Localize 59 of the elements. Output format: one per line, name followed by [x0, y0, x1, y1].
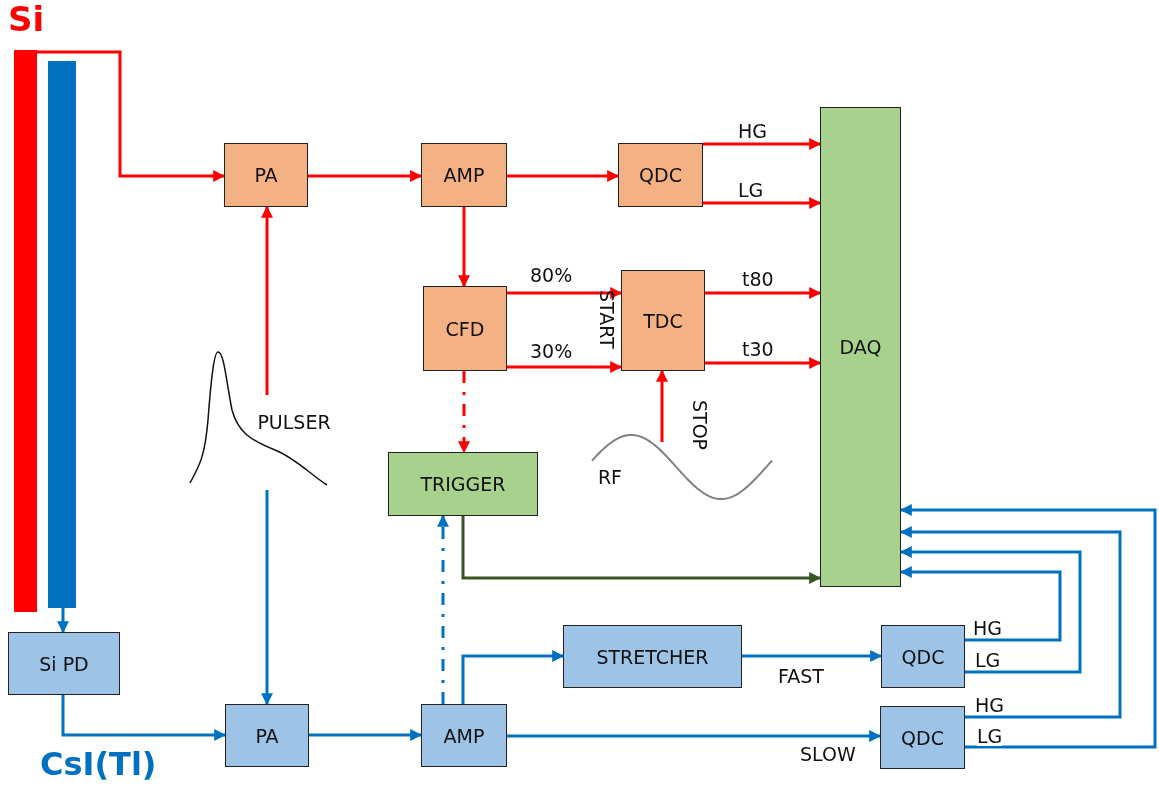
arrow [507, 361, 623, 373]
arrow [261, 490, 273, 706]
arrow [742, 650, 883, 662]
edge-label: FAST [778, 667, 824, 686]
edge-label: t80 [742, 270, 774, 289]
arrow [705, 357, 822, 369]
edge-label: LG [975, 651, 1001, 670]
edge-label: LG [738, 181, 764, 200]
arrow [703, 197, 822, 209]
arrow [461, 516, 822, 584]
arrow [703, 138, 822, 150]
module-box: TRIGGER [388, 452, 538, 516]
module-box: TDC [621, 270, 705, 371]
edge-label: 30% [530, 342, 573, 361]
edge-label: HG [975, 696, 1004, 715]
arrow [705, 287, 822, 299]
signal-label: START [597, 290, 616, 349]
module-box: PA [225, 704, 309, 767]
edge-label: 80% [530, 266, 573, 285]
arrow [461, 650, 565, 704]
arrow [458, 207, 470, 288]
arrow [899, 504, 1157, 749]
edge-label: HG [973, 619, 1002, 638]
arrow [308, 170, 423, 182]
module-box: QDC [880, 706, 965, 769]
module-box: QDC [881, 625, 965, 688]
module-box: QDC [618, 143, 703, 207]
module-box: AMP [421, 143, 507, 207]
arrow [458, 371, 470, 454]
arrow [899, 546, 1082, 674]
arrow [507, 287, 623, 299]
module-box: Si PD [8, 632, 120, 695]
module-box: CFD [423, 286, 507, 371]
module-box: PA [224, 143, 308, 207]
arrow [507, 170, 620, 182]
detector-bar [14, 50, 37, 612]
signal-label: RF [590, 462, 630, 492]
arrow [57, 608, 69, 634]
arrow [437, 514, 449, 704]
edge-label: STOP [690, 400, 709, 451]
edge-label: SLOW [800, 745, 856, 764]
arrow [507, 730, 882, 742]
edge-label: LG [977, 727, 1003, 746]
module-box: AMP [421, 704, 507, 767]
arrow [899, 566, 1062, 642]
edge-label: t30 [742, 340, 774, 359]
arrow [261, 205, 273, 395]
module-box: DAQ [820, 107, 901, 587]
arrow [37, 50, 226, 182]
arrow [899, 526, 1122, 719]
arrow [309, 729, 423, 741]
detector-label: CsI(Tl) [40, 748, 157, 780]
signal-label: PULSER [244, 406, 344, 438]
arrow [61, 695, 227, 741]
edge-label: HG [738, 122, 767, 141]
module-box: STRETCHER [563, 625, 742, 688]
arrow [656, 369, 668, 442]
detector-bar [48, 61, 76, 608]
detector-label: Si [8, 2, 45, 36]
